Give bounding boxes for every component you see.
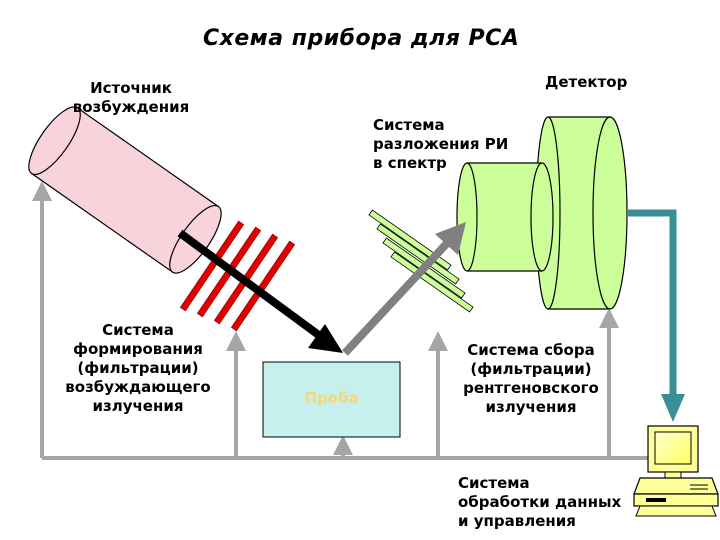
- excitation-source: [28, 106, 222, 274]
- detector-label: Детектор: [545, 73, 628, 91]
- computer-icon: [633, 425, 719, 517]
- dispersion-system-label: Система разложения РИ в спектр: [373, 116, 509, 172]
- detector-output-arrow: [627, 209, 685, 422]
- excitation-filter-label: Система формирования (фильтрации) возбуж…: [65, 321, 211, 415]
- collection-filter-label: Система сбора (фильтрации) рентгеновског…: [463, 341, 599, 416]
- dispersion-system: [456, 162, 554, 272]
- source-label: Источник возбуждения: [72, 79, 190, 116]
- sample-label: Проба: [304, 389, 359, 407]
- control-bus: [32, 181, 648, 460]
- primary-beam-arrow: [177, 229, 343, 353]
- processing-system-label: Система обработки данных и управления: [458, 474, 622, 530]
- secondary-beam-arrow: [342, 222, 466, 356]
- sample: [262, 361, 401, 438]
- diagram-title: Схема прибора для РСА: [203, 26, 520, 51]
